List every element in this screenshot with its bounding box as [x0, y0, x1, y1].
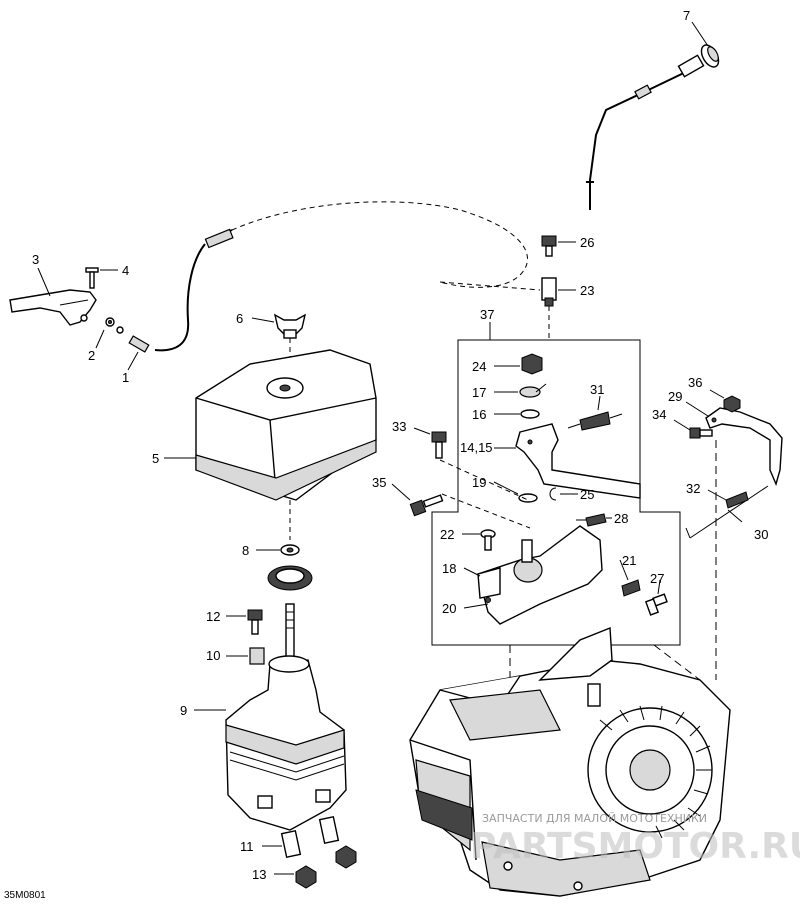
- arm-nut: [723, 395, 741, 413]
- callout-24: 24: [472, 359, 486, 374]
- e-clip: [549, 487, 557, 501]
- callout-16: 16: [472, 407, 486, 422]
- callout-13: 13: [252, 867, 266, 882]
- governor-lever: [477, 525, 603, 625]
- callout-28: 28: [614, 511, 628, 526]
- callout-17: 17: [472, 385, 486, 400]
- callout-4: 4: [122, 263, 129, 278]
- bracket-washer: [518, 493, 538, 503]
- callout-3: 3: [32, 252, 39, 267]
- air-cleaner-base: [225, 655, 347, 831]
- callout-1: 1: [122, 370, 129, 385]
- shoulder-screw: [480, 529, 496, 551]
- mount-bolt-33: [431, 431, 447, 459]
- spacer-collar: [249, 647, 265, 665]
- callout-26: 26: [580, 235, 594, 250]
- callout-2: 2: [88, 348, 95, 363]
- cable-clamp: [541, 277, 557, 307]
- watermark-text: ЗАПЧАСТИ ДЛЯ МАЛОЙ МОТОТЕХНИКИ: [482, 812, 707, 825]
- sleeve-pair: [280, 815, 340, 859]
- lever-nut: [105, 317, 115, 327]
- callout-12: 12: [206, 609, 220, 624]
- wing-nut: [273, 313, 307, 339]
- throttle-bracket: [515, 423, 641, 499]
- cable-clamp-bolt: [541, 235, 557, 257]
- adjust-screw: [644, 593, 668, 616]
- lock-nut: [521, 353, 543, 375]
- callout-10: 10: [206, 648, 220, 663]
- grommet-pair: [295, 845, 357, 889]
- callout-27: 27: [650, 571, 664, 586]
- callout-23: 23: [580, 283, 594, 298]
- flange-bolt: [247, 609, 263, 635]
- callout-25: 25: [580, 487, 594, 502]
- control-lever: [9, 289, 97, 326]
- spring-washer: [519, 383, 547, 398]
- callout-22: 22: [440, 527, 454, 542]
- callout-36: 36: [688, 375, 702, 390]
- link-spring: [576, 513, 607, 527]
- callout-34: 34: [652, 407, 666, 422]
- mount-bolt-35: [409, 494, 444, 517]
- stud-bolt: [285, 603, 295, 665]
- callout-37: 37: [480, 307, 494, 322]
- callout-7: 7: [683, 8, 690, 23]
- tension-spring: [621, 579, 641, 597]
- return-spring: [567, 411, 623, 431]
- throttle-cable-knob: [586, 44, 720, 210]
- callout-21: 21: [622, 553, 636, 568]
- watermark-logo: PARTSMOTOR.RU: [470, 826, 800, 867]
- ohv-engine: [409, 626, 731, 897]
- callout-11: 11: [240, 839, 254, 854]
- governor-rod: [685, 485, 769, 539]
- callout-35: 35: [372, 475, 386, 490]
- callout-30: 30: [754, 527, 768, 542]
- callout-20: 20: [442, 601, 456, 616]
- callout-8: 8: [242, 543, 249, 558]
- linkage-arm: [705, 407, 783, 487]
- callout-31: 31: [590, 382, 604, 397]
- callout-14-15: 14,15: [460, 440, 493, 455]
- diagram-code: 35M0801: [4, 890, 46, 901]
- callout-29: 29: [668, 389, 682, 404]
- callout-19: 19: [472, 475, 486, 490]
- callout-33: 33: [392, 419, 406, 434]
- lever-screw: [85, 267, 99, 289]
- seal-washer: [280, 544, 300, 556]
- cable-end: [116, 326, 150, 353]
- arm-bolt: [689, 427, 713, 439]
- callout-32: 32: [686, 481, 700, 496]
- callout-9: 9: [180, 703, 187, 718]
- air-cleaner-cover: [195, 349, 377, 501]
- rod-spring: [725, 491, 749, 509]
- callout-18: 18: [442, 561, 456, 576]
- callout-6: 6: [236, 311, 243, 326]
- callout-5: 5: [152, 451, 159, 466]
- flat-washer: [520, 409, 540, 419]
- gasket-ring: [267, 565, 313, 591]
